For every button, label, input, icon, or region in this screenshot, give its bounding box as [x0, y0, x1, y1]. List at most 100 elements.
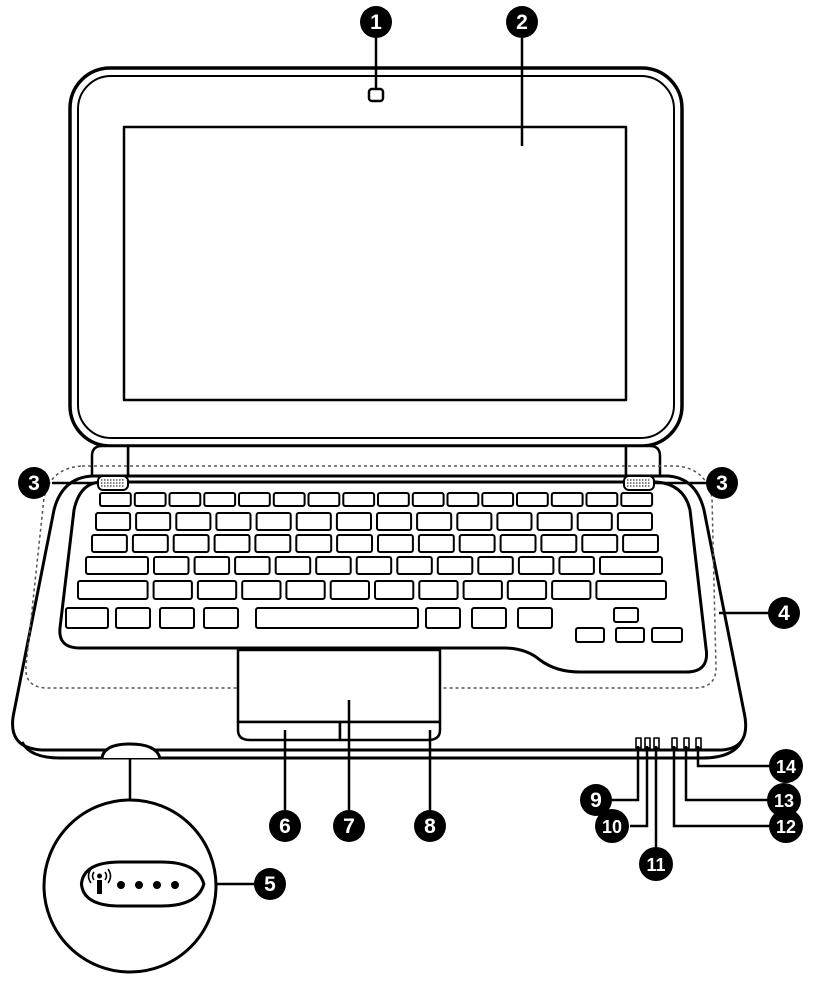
status-panel-inset — [42, 798, 218, 974]
keyboard-key — [135, 512, 172, 531]
callout-number: 9 — [590, 789, 602, 812]
touchpad — [236, 648, 442, 724]
callout-left-touchpad-button: 6 — [269, 810, 301, 842]
keyboard-key — [576, 512, 613, 531]
keyboard-key — [436, 556, 474, 575]
keyboard-key — [506, 580, 548, 600]
arrow-key — [613, 607, 639, 623]
keyboard-key — [131, 534, 169, 553]
status-dot — [153, 881, 161, 889]
keyboard-key — [342, 492, 376, 507]
keyboard-key — [241, 580, 282, 600]
left-hinge-knuckle — [90, 444, 130, 480]
keyboard-key — [335, 512, 372, 531]
keyboard-key — [599, 556, 663, 575]
left-touchpad-button — [236, 720, 342, 742]
callout-badge — [767, 783, 801, 817]
keyboard-key — [374, 580, 415, 600]
leader-13 — [684, 746, 768, 802]
callout-badge — [768, 597, 800, 629]
keyboard-key — [255, 512, 292, 531]
keyboard-key — [418, 580, 459, 600]
callout-badge — [639, 847, 673, 881]
keyboard-key — [196, 580, 238, 600]
keyboard-key — [153, 556, 190, 575]
keyboard-key — [336, 534, 374, 553]
keyboard-key — [585, 492, 619, 507]
callout-badge — [769, 749, 803, 783]
laptop-base — [11, 465, 748, 760]
keyboard-key — [616, 512, 654, 531]
callout-badge — [769, 809, 803, 843]
keyboard-key — [152, 580, 193, 600]
keyboard-key — [516, 492, 549, 507]
webcam — [367, 87, 385, 103]
keyboard-key — [376, 512, 413, 531]
keyboard-key — [355, 556, 393, 575]
callout-badge — [18, 467, 50, 499]
hinge — [90, 444, 662, 480]
leader-14 — [696, 746, 770, 768]
callout-badge — [706, 467, 738, 499]
keyboard-key — [95, 512, 132, 531]
callout-indicator-light-5: 13 — [767, 783, 801, 817]
arrow-key — [651, 627, 683, 643]
callout-indicator-light-1: 9 — [580, 784, 612, 816]
callout-number: 5 — [264, 873, 276, 896]
callout-indicator-light-4: 12 — [769, 809, 803, 843]
keyboard-key — [396, 556, 433, 575]
keyboard — [65, 492, 683, 643]
keyboard-key — [581, 534, 619, 553]
callout-display-screen: 2 — [506, 6, 538, 38]
leader-9 — [612, 746, 640, 802]
base-front-edge — [20, 739, 744, 760]
callout-palm-rest-area: 4 — [768, 597, 800, 629]
callout-number: 13 — [774, 791, 794, 811]
keyboard-key — [255, 607, 419, 629]
keyboard-key — [558, 556, 595, 575]
callout-number: 12 — [776, 817, 796, 837]
keyboard-key — [234, 556, 271, 575]
callout-number: 11 — [646, 855, 665, 875]
arrow-key — [575, 627, 605, 643]
inset-dots — [117, 881, 179, 889]
callout-right-speaker: 3 — [706, 467, 738, 499]
keyboard-key — [377, 492, 410, 507]
callout-badge — [254, 868, 286, 900]
callout-number: 4 — [778, 602, 790, 625]
front-status-bump — [100, 742, 162, 759]
keyboard-key — [274, 556, 312, 575]
keyboard-key — [329, 580, 371, 600]
callout-badge — [580, 784, 612, 816]
keyboard-key — [238, 492, 271, 507]
callout-indicator-light-2: 10 — [595, 809, 629, 843]
callout-number: 2 — [516, 11, 528, 34]
hinge-bar — [126, 444, 628, 478]
keyboard-key — [446, 492, 480, 507]
keyboard-key — [517, 607, 553, 629]
callout-number: 1 — [370, 11, 382, 34]
callout-left-speaker: 3 — [18, 467, 50, 499]
keyboard-key — [272, 492, 306, 507]
right-speaker — [623, 475, 655, 491]
status-dot — [135, 881, 143, 889]
keyboard-key — [456, 512, 493, 531]
keyboard-key — [203, 492, 237, 507]
keyboard-key — [458, 534, 496, 553]
keyboard-key — [416, 512, 453, 531]
wireless-icon — [87, 868, 112, 894]
status-dot — [171, 881, 179, 889]
keyboard-key — [77, 580, 149, 600]
keyboard-key — [307, 492, 341, 507]
keyboard-key — [172, 534, 210, 553]
keyboard-key — [295, 512, 332, 531]
right-hinge-knuckle — [624, 444, 662, 480]
keyboard-key — [295, 534, 333, 553]
left-speaker — [97, 475, 129, 491]
keyboard-key — [168, 492, 202, 507]
keyboard-key — [213, 534, 251, 553]
keyboard-key — [159, 607, 195, 629]
callout-number: 3 — [716, 472, 728, 495]
